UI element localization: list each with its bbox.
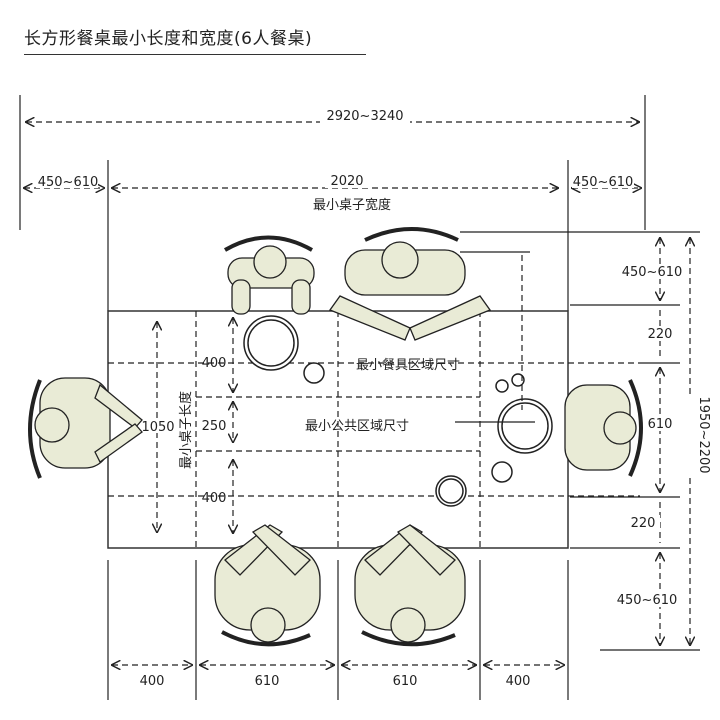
person-bottom-right-icon	[354, 524, 466, 647]
person-top-left-icon	[223, 235, 315, 315]
right-bottom-chair-label: 450~610	[617, 593, 678, 608]
person-left-icon	[28, 377, 143, 479]
extension-lines	[19, 95, 700, 700]
zone-top-label: 400	[202, 356, 227, 371]
right-top-edge-label: 220	[648, 327, 673, 342]
bottom-label-1: 400	[140, 674, 165, 689]
overall-width-label: 2920~3240	[326, 109, 403, 124]
right-seat-label: 610	[648, 417, 673, 432]
person-top-right-icon	[328, 227, 492, 341]
table-width-value: 2020	[330, 174, 363, 189]
common-zone-label: 最小公共区域尺寸	[305, 419, 409, 434]
person-bottom-left-icon	[214, 524, 321, 647]
bottom-label-4: 400	[506, 674, 531, 689]
bottom-label-3: 610	[393, 674, 418, 689]
overall-length-label: 1950~2200	[696, 396, 711, 473]
bottom-label-2: 610	[255, 674, 280, 689]
table-width-caption: 最小桌子宽度	[313, 197, 391, 213]
zone-bottom-label: 400	[202, 491, 227, 506]
title-underline	[24, 54, 366, 55]
dining-table	[107, 310, 569, 549]
diagram-title: 长方形餐桌最小长度和宽度(6人餐桌)	[24, 29, 313, 49]
right-bottom-edge-label: 220	[631, 516, 656, 531]
right-top-chair-label: 450~610	[622, 265, 683, 280]
table-length-value: 1050	[141, 420, 174, 435]
zone-middle-label: 250	[202, 419, 227, 434]
tableware-zone-label: 最小餐具区域尺寸	[356, 357, 460, 373]
left-chair-label: 450~610	[38, 175, 99, 190]
right-chair-label: 450~610	[573, 175, 634, 190]
zone-grid	[108, 311, 640, 548]
tableware	[243, 255, 553, 507]
table-length-caption: 最小桌子长度	[178, 391, 194, 469]
person-right-icon	[564, 379, 643, 477]
